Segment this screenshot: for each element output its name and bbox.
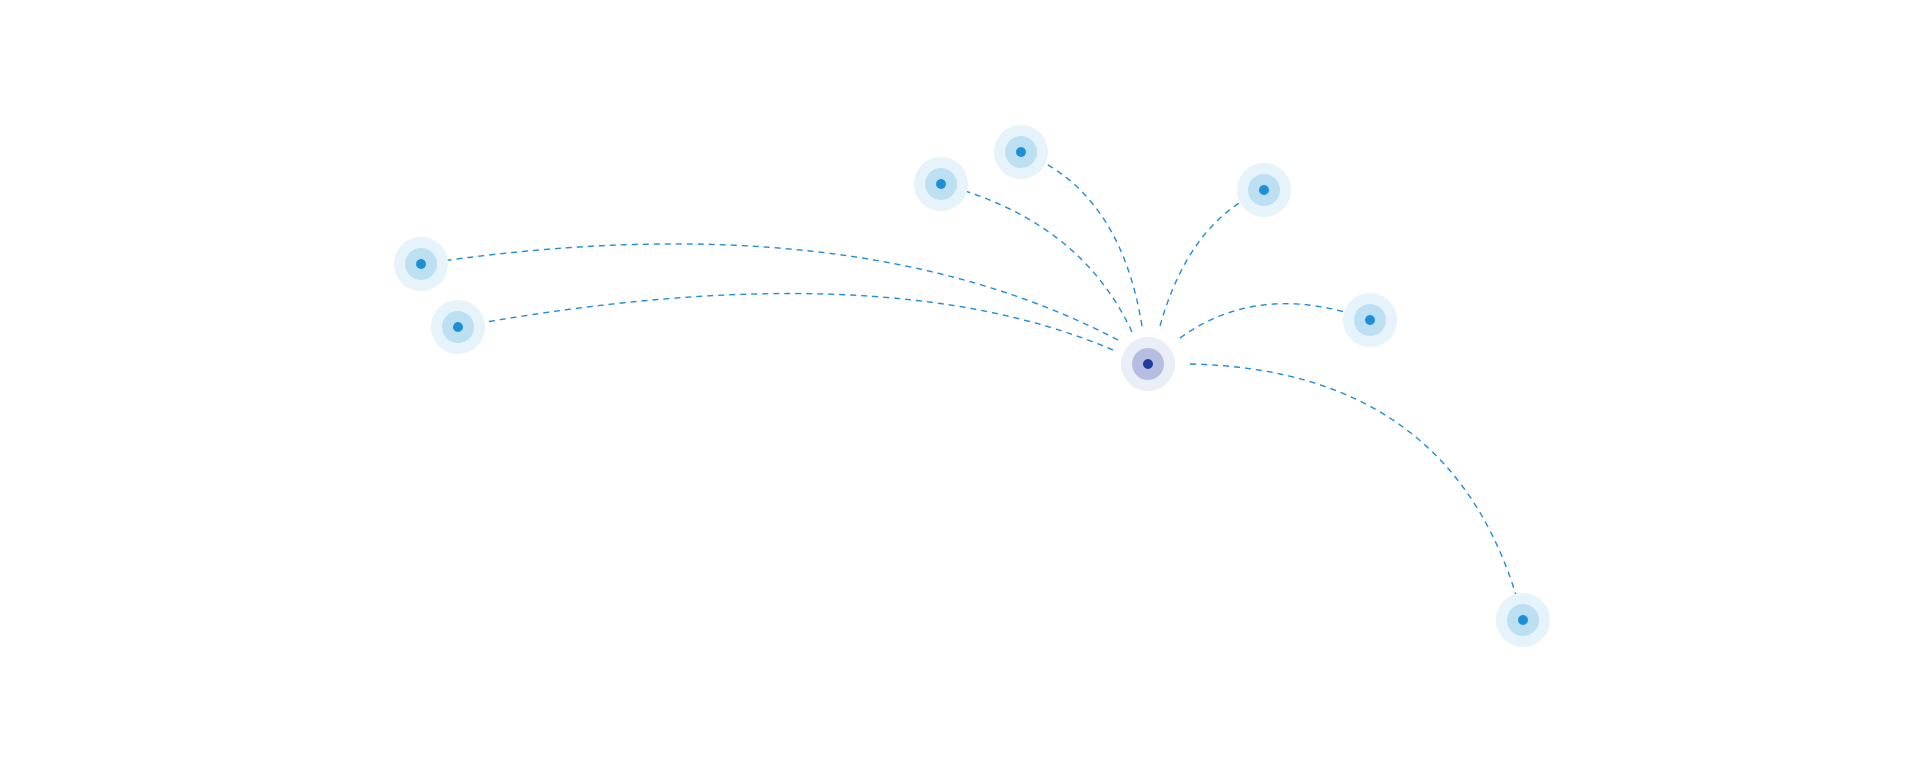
marker-dot	[1518, 615, 1528, 625]
marker-dot	[1259, 185, 1269, 195]
route-line-dest-east	[1179, 302, 1371, 339]
route-line-dest-south-east	[1189, 363, 1524, 621]
marker-dot	[936, 179, 946, 189]
marker-dot	[1143, 359, 1153, 369]
hub-marker-icon[interactable]	[1121, 337, 1175, 391]
marker-dot	[453, 322, 463, 332]
dest-north-west-location-marker-icon[interactable]	[914, 157, 968, 211]
routes-layer	[420, 151, 1524, 621]
dest-far-west-lower-location-marker-icon[interactable]	[431, 300, 485, 354]
marker-dot	[1365, 315, 1375, 325]
route-line-dest-far-west-upper	[420, 243, 1119, 341]
dest-north-location-marker-icon[interactable]	[994, 125, 1048, 179]
dest-north-east-location-marker-icon[interactable]	[1237, 163, 1291, 217]
route-line-dest-north-west	[940, 183, 1133, 333]
marker-dot	[416, 259, 426, 269]
marker-dot	[1016, 147, 1026, 157]
route-line-dest-north	[1020, 151, 1143, 327]
dest-south-east-location-marker-icon[interactable]	[1496, 593, 1550, 647]
nodes-layer	[394, 125, 1550, 647]
dest-far-west-upper-location-marker-icon[interactable]	[394, 237, 448, 291]
route-line-dest-far-west-lower	[457, 292, 1114, 351]
dest-east-location-marker-icon[interactable]	[1343, 293, 1397, 347]
